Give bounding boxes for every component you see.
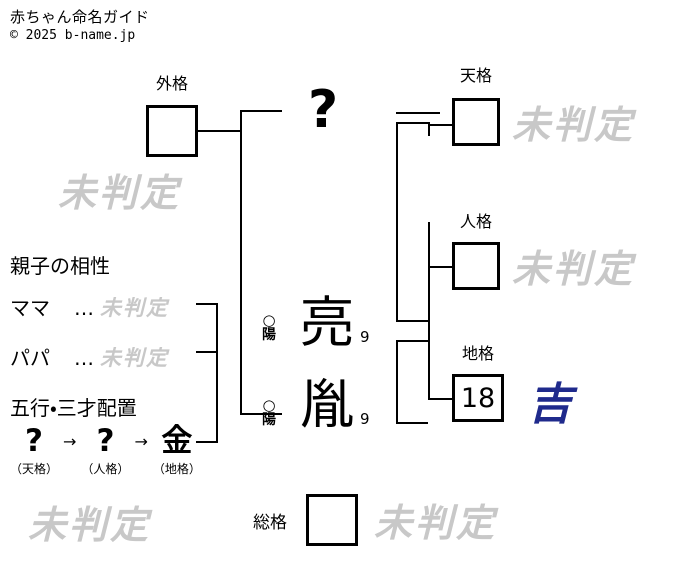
chikaku-label: 地格 xyxy=(461,344,494,363)
compatibility-row-papa: パパ … 未判定 xyxy=(10,342,169,372)
compatibility-papa-dots: … xyxy=(74,346,94,370)
connector-chikaku-top xyxy=(396,340,428,342)
soukaku-verdict: 未判定 xyxy=(374,500,498,545)
tenkaku-box[interactable] xyxy=(452,98,500,146)
connector-tenkaku-elbow xyxy=(428,122,430,136)
connector-jinkaku-to-box xyxy=(428,266,452,268)
connector-surname-right xyxy=(396,112,440,114)
compatibility-mama-label: ママ xyxy=(10,296,50,320)
surname-character: ? xyxy=(308,80,339,140)
gogyo-element-chikaku: 金 xyxy=(161,422,193,459)
jinkaku-label: 人格 xyxy=(459,212,492,231)
tenkaku-verdict: 未判定 xyxy=(512,102,636,147)
given-character-2: 胤 xyxy=(300,373,354,436)
compatibility-mama-verdict: 未判定 xyxy=(100,295,169,320)
gaikaku-box[interactable] xyxy=(146,105,198,157)
compatibility-papa-label: パパ xyxy=(10,346,50,370)
gogyo-arrow-2: → xyxy=(134,431,148,451)
gogyo-cell-jinkaku: ? （人格） xyxy=(81,424,129,477)
yinyang-label-2: 陽 xyxy=(262,412,276,428)
chikaku-box[interactable]: 18 xyxy=(452,374,504,422)
connector-tenkaku-to-box xyxy=(428,124,452,126)
tenkaku-label: 天格 xyxy=(459,66,492,85)
connector-chikaku-bottom xyxy=(396,422,428,424)
soukaku-box[interactable] xyxy=(306,494,358,546)
chikaku-verdict: 吉 xyxy=(528,379,572,430)
compatibility-title: 親子の相性 xyxy=(10,254,110,278)
connector-left-bracket-bottom xyxy=(240,413,282,415)
connector-chikaku-vertical xyxy=(396,340,398,424)
yinyang-circle-icon: ○ xyxy=(262,311,276,329)
gogyo-sublabel-tenkaku: （天格） xyxy=(10,462,59,476)
connector-gaikaku-horizontal xyxy=(198,130,240,132)
compatibility-row-mama: ママ … 未判定 xyxy=(10,292,169,322)
gogyo-sublabel-jinkaku: （人格） xyxy=(81,462,130,476)
gogyo-arrow-1: → xyxy=(63,431,77,451)
connector-tenkaku-vertical xyxy=(396,122,398,322)
yinyang-label-1: 陽 xyxy=(262,327,276,343)
connector-tenkaku-bottom xyxy=(396,320,428,322)
connector-left-bracket-top xyxy=(240,110,282,112)
given-character-1-strokes: 9 xyxy=(360,328,370,346)
compatibility-mama-dots: … xyxy=(74,296,94,320)
given-character-2-strokes: 9 xyxy=(360,410,370,428)
page-title: 赤ちゃん命名ガイド xyxy=(10,8,150,26)
yinyang-circle-icon-2: ○ xyxy=(262,396,276,414)
connector-compat-papa xyxy=(196,351,218,353)
watermark-undetermined-upper: 未判定 xyxy=(58,170,182,215)
gogyo-sublabel-chikaku: （地格） xyxy=(152,462,201,476)
connector-left-bracket-vertical xyxy=(240,110,242,415)
connector-gogyo-horizontal xyxy=(196,441,218,443)
jinkaku-box[interactable] xyxy=(452,242,500,290)
connector-jinkaku-vertical xyxy=(428,222,430,398)
gogyo-element-tenkaku: ? xyxy=(25,422,43,459)
soukaku-label: 総格 xyxy=(253,513,287,533)
compatibility-papa-verdict: 未判定 xyxy=(100,345,169,370)
connector-compat-vertical xyxy=(216,303,218,443)
jinkaku-verdict: 未判定 xyxy=(512,246,636,291)
gogyo-row: ? （天格） → ? （人格） → 金 （地格） xyxy=(10,424,201,477)
gaikaku-label: 外格 xyxy=(155,74,188,93)
gogyo-element-jinkaku: ? xyxy=(96,422,115,459)
given-char-2-yinyang: ○ 陽 xyxy=(262,396,276,428)
connector-chikaku-to-box xyxy=(428,398,452,400)
connector-compat-mama xyxy=(196,303,218,305)
given-char-1-yinyang: ○ 陽 xyxy=(262,311,276,343)
watermark-undetermined-lower: 未判定 xyxy=(28,502,152,547)
gogyo-cell-tenkaku: ? （天格） xyxy=(10,424,58,477)
given-character-1: 亮 xyxy=(300,291,354,354)
copyright-notice: © 2025 b-name.jp xyxy=(10,28,136,43)
gogyo-title: 五行・三才配置 xyxy=(10,396,137,420)
gogyo-cell-chikaku: 金 （地格） xyxy=(153,424,201,477)
connector-tenkaku-top xyxy=(396,122,428,124)
